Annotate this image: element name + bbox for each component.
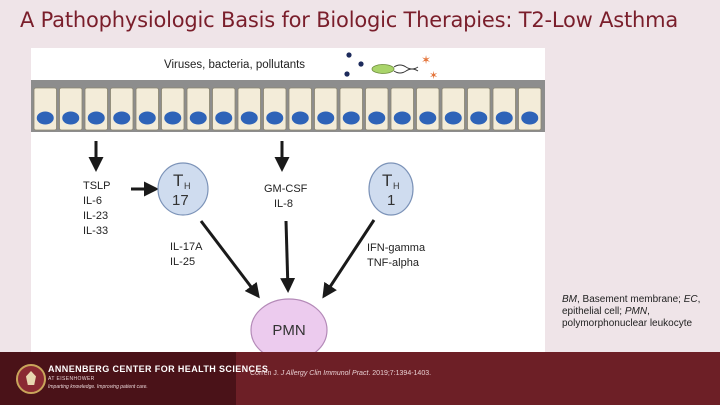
cell-nucleus bbox=[189, 111, 207, 125]
citation-journal: J Allergy Clin Immunol Pract bbox=[280, 370, 369, 377]
cell-nucleus bbox=[138, 111, 156, 125]
th17-sub: H bbox=[184, 181, 191, 191]
th1-cell: T H 1 bbox=[368, 162, 414, 216]
cell-nucleus bbox=[521, 111, 539, 125]
cell-nucleus bbox=[444, 111, 462, 125]
caption-text-bm: , Basement membrane; bbox=[577, 294, 681, 305]
cell-nucleus bbox=[291, 111, 309, 125]
th1-number: 1 bbox=[387, 192, 395, 209]
cell-nucleus bbox=[393, 111, 411, 125]
org-subtitle: AT EISENHOWER bbox=[48, 376, 95, 382]
caption-text-pmn-def: polymorphonuclear leukocyte bbox=[562, 318, 693, 329]
th1-letter: T bbox=[382, 171, 392, 190]
cytokine-ifn-gamma: IFN-gamma bbox=[367, 242, 426, 254]
arrow-th17-to-pmn bbox=[199, 220, 260, 299]
cytokine-il23: IL-23 bbox=[83, 210, 108, 222]
cell-nucleus bbox=[164, 111, 182, 125]
th17-cell: T H 17 bbox=[157, 162, 209, 216]
cytokine-tnf-alpha: TNF-alpha bbox=[367, 257, 420, 269]
cytokine-gmcsf: GM-CSF bbox=[264, 183, 308, 195]
cell-nucleus bbox=[495, 111, 513, 125]
cytokine-il25: IL-25 bbox=[170, 256, 195, 268]
org-logo: ANNENBERG CENTER FOR HEALTH SCIENCES AT … bbox=[0, 352, 268, 405]
cytokine-il33: IL-33 bbox=[83, 225, 108, 237]
caption-abbr-ec: EC bbox=[683, 294, 698, 305]
cell-nucleus bbox=[215, 111, 233, 125]
citation-author: Corren J. bbox=[250, 370, 281, 377]
cell-nucleus bbox=[342, 111, 360, 125]
citation-details: . 2019;7:1394-1403. bbox=[368, 370, 432, 377]
pollutant-star-icon: ✶ bbox=[421, 53, 431, 67]
footer-bar: ANNENBERG CENTER FOR HEALTH SCIENCES AT … bbox=[0, 352, 720, 405]
cytokine-il8: IL-8 bbox=[274, 198, 293, 210]
virus-dot-icon bbox=[346, 52, 352, 58]
cell-nucleus bbox=[470, 111, 488, 125]
caption-abbr-bm: BM bbox=[562, 294, 577, 305]
pathogen-icons: ✶ ✶ bbox=[344, 52, 438, 82]
th17-number: 17 bbox=[172, 192, 189, 209]
epithelial-cell-layer bbox=[33, 87, 542, 131]
cytokine-il6: IL-6 bbox=[83, 195, 102, 207]
cell-nucleus bbox=[317, 111, 335, 125]
cell-nucleus bbox=[113, 111, 131, 125]
slide-title: A Pathophysiologic Basis for Biologic Th… bbox=[20, 8, 679, 32]
cell-nucleus bbox=[368, 111, 386, 125]
cell-nucleus bbox=[87, 111, 105, 125]
arrow-th1-to-pmn bbox=[322, 219, 376, 299]
cell-nucleus bbox=[36, 111, 54, 125]
diagram-canvas: Viruses, bacteria, pollutants ✶ ✶ TSLP I… bbox=[31, 52, 545, 362]
cytokine-tslp: TSLP bbox=[83, 180, 111, 192]
org-seal-icon bbox=[16, 364, 46, 394]
bacterium-icon bbox=[371, 64, 395, 74]
cell-nucleus bbox=[266, 111, 284, 125]
cell-nucleus bbox=[240, 111, 258, 125]
th17-letter: T bbox=[173, 171, 183, 190]
cell-nucleus bbox=[62, 111, 80, 125]
pollutant-star-icon: ✶ bbox=[429, 70, 438, 82]
cell-nucleus bbox=[419, 111, 437, 125]
th1-sub: H bbox=[393, 181, 400, 191]
triggers-label: Viruses, bacteria, pollutants bbox=[164, 59, 305, 71]
flagella-icon bbox=[393, 64, 419, 74]
pathophysiology-diagram: Viruses, bacteria, pollutants ✶ ✶ TSLP I… bbox=[31, 48, 545, 362]
citation: Corren J. J Allergy Clin Immunol Pract. … bbox=[250, 370, 431, 377]
virus-dot-icon bbox=[358, 61, 364, 67]
cytokine-il17a: IL-17A bbox=[170, 241, 203, 253]
arrow-center-to-pmn bbox=[280, 220, 296, 293]
caption-text-pmn: , bbox=[647, 306, 650, 317]
virus-dot-icon bbox=[344, 71, 350, 77]
abbreviation-caption: BM, Basement membrane; EC, epithelial ce… bbox=[562, 294, 712, 330]
org-tagline: Imparting knowledge. Improving patient c… bbox=[48, 384, 148, 390]
pmn-label: PMN bbox=[272, 322, 305, 339]
org-name: ANNENBERG CENTER FOR HEALTH SCIENCES bbox=[48, 364, 269, 374]
caption-abbr-pmn: PMN bbox=[624, 306, 648, 317]
caption-text-ec: , epithelial cell; bbox=[562, 294, 701, 317]
